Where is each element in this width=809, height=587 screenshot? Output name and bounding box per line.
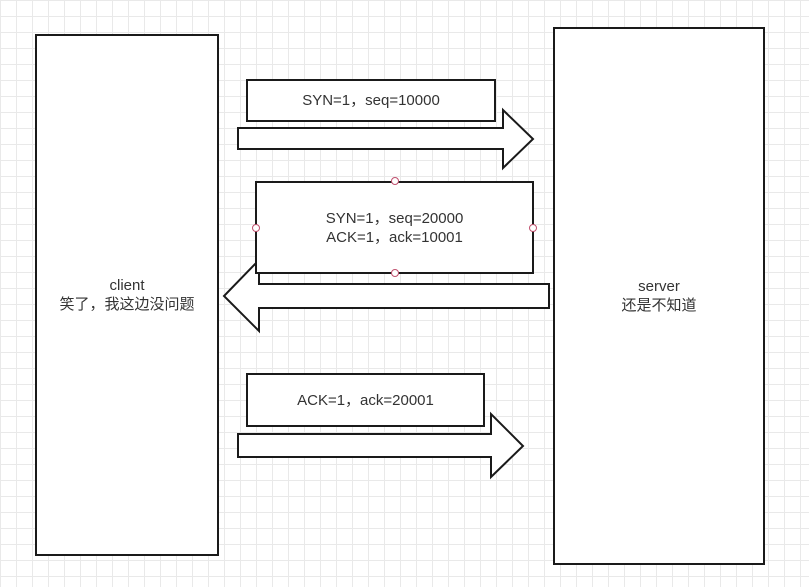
- arrow-client-to-server-1: [237, 107, 535, 171]
- arrow-client-to-server-2: [237, 411, 525, 480]
- resize-handle-bottom[interactable]: [391, 269, 399, 277]
- resize-handle-top[interactable]: [391, 177, 399, 185]
- message-ack[interactable]: ACK=1，ack=20001: [246, 373, 485, 427]
- message-syn-line: SYN=1，seq=10000: [302, 92, 440, 109]
- client-node[interactable]: client 笑了，我这边没问题: [35, 34, 219, 556]
- message-syn-ack-line-2: ACK=1，ack=10001: [326, 228, 463, 246]
- message-syn[interactable]: SYN=1，seq=10000: [246, 79, 496, 122]
- server-title: server: [638, 278, 680, 295]
- resize-handle-right[interactable]: [529, 224, 537, 232]
- resize-handle-left[interactable]: [252, 224, 260, 232]
- client-title: client: [109, 277, 145, 294]
- server-subtitle: 还是不知道: [621, 297, 697, 314]
- client-subtitle: 笑了，我这边没问题: [59, 296, 195, 313]
- message-ack-line: ACK=1，ack=20001: [297, 391, 434, 409]
- arrow-server-to-client: [222, 257, 550, 334]
- message-syn-ack-line-1: SYN=1，seq=20000: [325, 209, 464, 227]
- server-node[interactable]: server 还是不知道: [553, 27, 765, 565]
